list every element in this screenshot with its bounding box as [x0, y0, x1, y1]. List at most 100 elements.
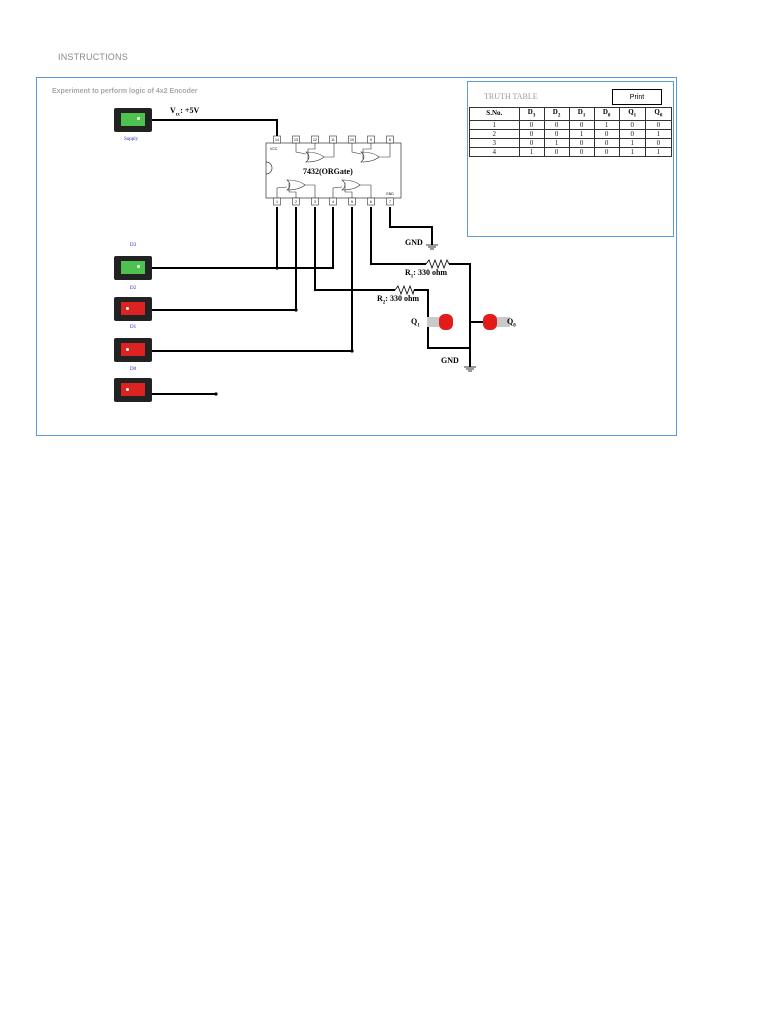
gnd-label-top: GND	[405, 238, 423, 247]
vcc-label: Vcc: +5V	[170, 106, 200, 118]
gnd-symbol-top	[426, 244, 438, 250]
chip-notch	[265, 161, 273, 175]
chip-gnd-label: GND	[386, 192, 394, 196]
switch-d1-knob	[121, 343, 145, 356]
chip-pin-number: 7	[389, 200, 391, 204]
chip-pin	[273, 135, 281, 144]
table-cell: 1	[543, 138, 570, 149]
or-gate-symbols	[276, 143, 391, 198]
chip-pin-number: 14	[275, 138, 279, 142]
table-cell: 0	[618, 129, 646, 140]
table-cell: 0	[543, 129, 570, 140]
switch-d3-knob	[121, 261, 145, 274]
chip-pin-number: 12	[313, 138, 317, 142]
col-header: S.No.	[469, 106, 520, 122]
chip-pin-number: 3	[314, 200, 316, 204]
chip-pin-number: 1	[276, 200, 278, 204]
table-cell: 1	[568, 129, 595, 140]
table-cell: 1	[644, 147, 673, 158]
wire-d3	[152, 207, 334, 269]
chip-pin-number: 4	[332, 200, 334, 204]
switch-d2[interactable]	[114, 297, 152, 321]
table-cell: 1	[518, 147, 545, 158]
table-cell: 0	[618, 120, 646, 131]
wire-d1	[152, 207, 353, 352]
instructions-link[interactable]: INSTRUCTIONS	[58, 52, 128, 62]
table-cell: 0	[644, 120, 673, 131]
led-q1	[427, 314, 453, 330]
switch-label-d1: D1	[130, 325, 137, 330]
chip-pin-number: 5	[351, 200, 353, 204]
supply-label: Supply	[124, 137, 139, 142]
switch-d0[interactable]	[114, 378, 152, 402]
chip-pin-number: 6	[370, 200, 372, 204]
table-cell: 1	[644, 129, 673, 140]
table-cell: 1	[618, 147, 646, 158]
wire-vcc	[152, 119, 278, 136]
switch-d3[interactable]	[114, 256, 152, 280]
table-cell: 0	[518, 138, 545, 149]
col-header: D3	[518, 106, 545, 122]
chip-pin-number: 2	[295, 200, 297, 204]
col-header: D2	[543, 106, 570, 122]
chip-pin	[329, 135, 337, 144]
table-cell: 0	[593, 147, 620, 158]
switch-label-d2: D2	[130, 286, 137, 291]
resistor-r1	[425, 258, 450, 270]
chip-bottom-pins: 1 2 3 4 5 6 7	[273, 197, 394, 206]
r2-label: R2: 330 ohm	[377, 294, 420, 306]
table-cell: 0	[518, 129, 545, 140]
wire-gnd	[389, 207, 433, 245]
chip-pin-number: 10	[350, 138, 354, 142]
col-header: Q0	[644, 106, 673, 122]
table-cell: 4	[469, 147, 520, 158]
switch-label-d0: D0	[130, 367, 137, 372]
col-header: D0	[593, 106, 620, 122]
led-q0	[483, 314, 510, 330]
switch-label-d3: D3	[130, 243, 137, 248]
table-cell: 0	[644, 138, 673, 149]
table-cell: 0	[568, 138, 595, 149]
table-cell: 0	[593, 138, 620, 149]
switch-d0-knob	[121, 383, 145, 396]
wire-d2	[152, 207, 297, 311]
truth-table-title: TRUTH TABLE	[484, 92, 538, 101]
wire-r1-q0	[449, 263, 501, 323]
r1-label: R1: 330 ohm	[405, 268, 448, 280]
switch-d1[interactable]	[114, 338, 152, 362]
resistor-r2	[394, 284, 415, 296]
chip-pin-number: 13	[294, 138, 298, 142]
chip-pin-number: 11	[331, 138, 335, 142]
col-header: D1	[568, 106, 595, 122]
supply-switch-knob	[121, 113, 145, 126]
q1-label: Q1	[411, 317, 420, 329]
chip-pin	[386, 197, 394, 206]
chip-pin-number: 8	[389, 138, 391, 142]
switch-d2-knob	[121, 302, 145, 315]
wire-pin6-r1	[370, 207, 426, 265]
table-cell: 0	[518, 120, 545, 131]
chip-name: 7432(ORGate)	[303, 167, 353, 176]
truth-table-header-row: S.No. D3 D2 D1 D0 Q1 Q0	[469, 106, 673, 122]
col-header: Q1	[618, 106, 646, 122]
table-cell: 0	[593, 129, 620, 140]
table-cell: 1	[593, 120, 620, 131]
chip-pin-number: 9	[370, 138, 372, 142]
table-cell: 1	[618, 138, 646, 149]
supply-switch[interactable]	[114, 108, 152, 132]
table-cell: 0	[568, 120, 595, 131]
table-cell: 3	[469, 138, 520, 149]
table-cell: 0	[568, 147, 595, 158]
experiment-panel	[36, 77, 677, 436]
experiment-title: Experiment to perform logic of 4x2 Encod…	[52, 88, 198, 95]
print-button[interactable]: Print	[612, 89, 662, 105]
chip-top-pins: 14 13 12 11 10 9 8	[273, 135, 394, 144]
junction-dots	[214, 262, 373, 396]
table-cell: 1	[469, 120, 520, 131]
